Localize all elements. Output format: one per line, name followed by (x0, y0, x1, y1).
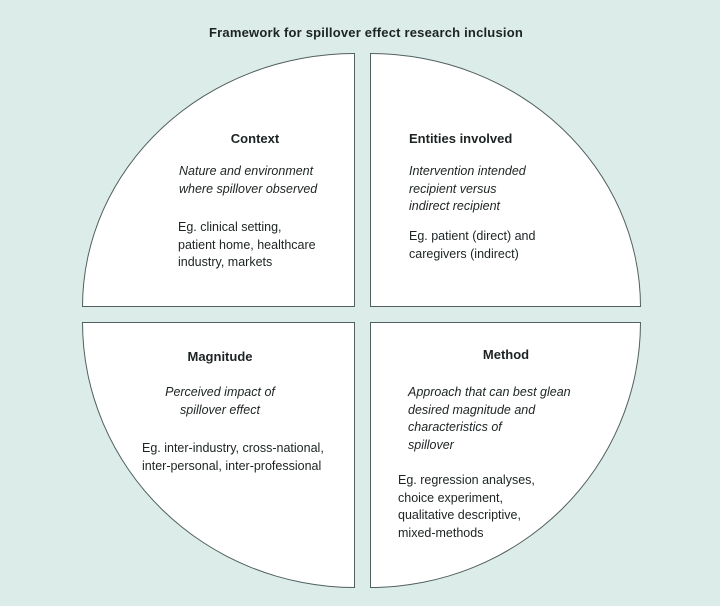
quadrant-context-heading: Context (230, 131, 280, 146)
quadrant-entities-involved: Entities involved Intervention intended … (370, 53, 641, 307)
quadrant-magnitude: Magnitude Perceived impact of spillover … (82, 322, 355, 588)
quadrant-magnitude-description: Perceived impact of spillover effect (165, 385, 275, 417)
quadrant-method-examples: Eg. regression analyses, choice experime… (398, 473, 535, 540)
quadrant-context-description: Nature and environment where spillover o… (179, 164, 318, 196)
quadrant-magnitude-heading: Magnitude (187, 349, 253, 364)
quadrant-method: Method Approach that can best glean desi… (370, 322, 641, 588)
quadrant-entities-description: Intervention intended recipient versus i… (409, 164, 526, 213)
quadrant-magnitude-examples: Eg. inter-industry, cross-national, inte… (142, 441, 324, 473)
quadrant-entities-heading: Entities involved (409, 131, 513, 146)
quadrant-entities-examples: Eg. patient (direct) and caregivers (ind… (409, 229, 536, 261)
quadrant-method-description: Approach that can best glean desired mag… (408, 385, 571, 452)
quadrant-method-heading: Method (482, 347, 530, 362)
quadrant-context-examples: Eg. clinical setting, patient home, heal… (178, 220, 316, 269)
quadrant-context: Context Nature and environment where spi… (82, 53, 355, 307)
figure-title: Framework for spillover effect research … (209, 25, 523, 40)
